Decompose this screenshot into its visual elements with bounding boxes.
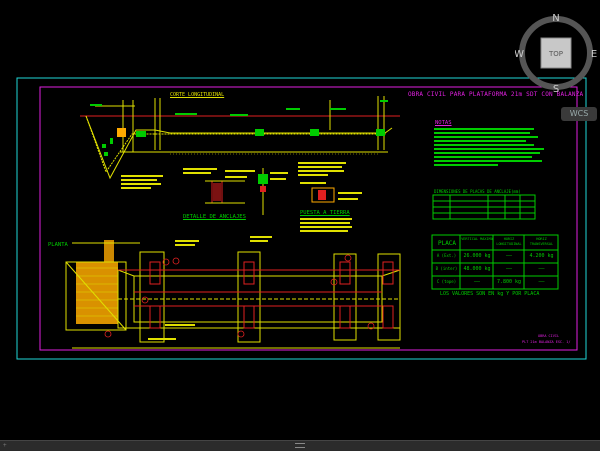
compass-ring[interactable] xyxy=(519,16,593,90)
plan-view xyxy=(65,236,401,349)
viewcube-face-label: TOP xyxy=(548,50,563,58)
section-title: CORTE LONGITUDINAL xyxy=(170,92,225,98)
layout-frame xyxy=(16,77,587,360)
dimensions-table-title: DIMENSIONES DE PLACAS DE ANCLAJE(mm) xyxy=(434,189,521,194)
section-notes-small xyxy=(121,175,163,189)
compass-north[interactable]: N xyxy=(552,13,559,24)
loads-row-c-vertical: —— xyxy=(473,279,481,285)
stamp-line-1: OBRA CIVIL xyxy=(538,334,560,338)
grounding-detail xyxy=(298,162,362,232)
stamp-line-2: PLT 21m BALANZA ESC. 1/ xyxy=(522,340,571,344)
loads-row-a-long: —— xyxy=(505,253,513,259)
loads-row-a-placa: A (Ext.) xyxy=(436,253,457,258)
loads-row-c-trans: —— xyxy=(538,279,545,285)
loads-row-b-trans: —— xyxy=(538,266,545,272)
loads-header-long: HORIZ LONGITUDINAL xyxy=(496,237,522,246)
anchor-detail xyxy=(183,168,288,215)
drawing-border xyxy=(39,86,578,351)
loads-row-c-long: 7.800 kg xyxy=(496,279,522,285)
loads-header-trans: HORIZ TRANSVERSAL xyxy=(529,237,554,246)
loads-row-a-vertical: 26.000 kg xyxy=(463,253,491,259)
viewcube-top-face[interactable] xyxy=(540,37,572,69)
loads-header-placa: PLACA xyxy=(437,240,457,247)
loads-table-frame xyxy=(431,234,559,290)
drawing-title: OBRA CIVIL PARA PLATAFORMA 21m SDT CON B… xyxy=(408,91,584,98)
loads-row-a-trans: 4.200 kg xyxy=(529,253,554,259)
plan-title: PLANTA xyxy=(48,242,68,248)
loads-row-b-long: —— xyxy=(505,266,513,272)
loads-footer: LOS VALORES SON EN kg Y POR PLACA xyxy=(440,291,540,297)
resize-grip-icon[interactable] xyxy=(295,443,305,448)
loads-row-b-placa: B (inter) xyxy=(435,266,458,271)
notes-block xyxy=(434,128,544,166)
anchor-detail-title: DETALLE DE ANCLAJES xyxy=(183,214,246,220)
grounding-title: PUESTA A TIERRA xyxy=(300,210,350,216)
status-bar: + xyxy=(0,440,600,451)
section-longitudinal xyxy=(80,96,400,180)
loads-row-b-vertical: 48.000 kg xyxy=(463,266,491,272)
viewcube[interactable]: TOP N S E W xyxy=(515,12,597,94)
notes-title: NOTAS xyxy=(435,120,452,126)
loads-header-vertical: VERTICAL MAXIMA xyxy=(461,237,493,241)
compass-east[interactable]: E xyxy=(591,49,597,60)
compass-west[interactable]: W xyxy=(515,49,524,60)
loads-row-c-placa: C (tope) xyxy=(436,279,457,284)
compass-south[interactable]: S xyxy=(553,84,559,94)
wcs-menu-button[interactable]: WCS xyxy=(561,107,597,121)
anchor-dimensions-table xyxy=(432,194,536,220)
ucs-icon: + xyxy=(3,442,7,449)
